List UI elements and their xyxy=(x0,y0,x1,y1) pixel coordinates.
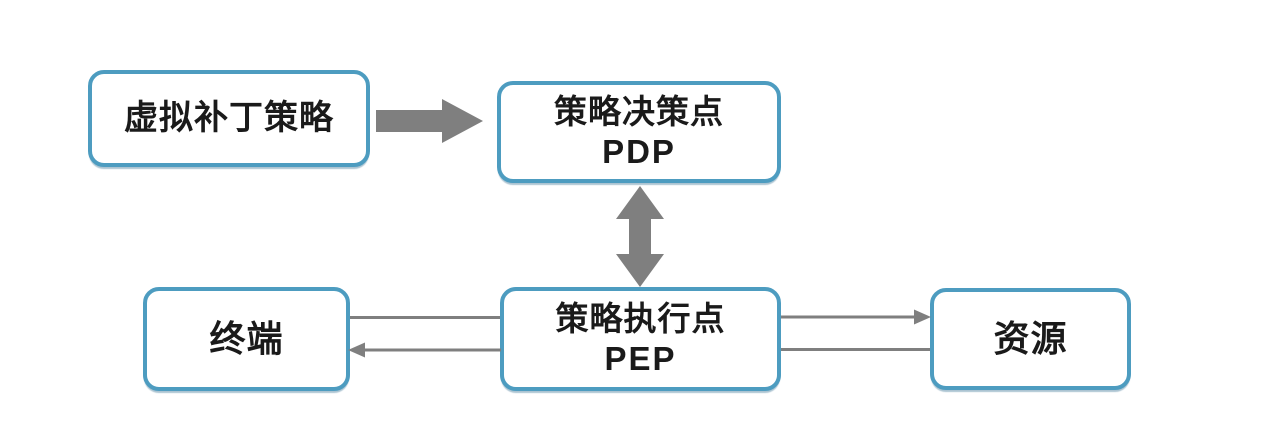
line-resource-to-pep xyxy=(781,348,930,351)
node-policy-enforcement-point: 策略执行点 PEP xyxy=(500,287,781,391)
node-pdp-label: 策略决策点 xyxy=(554,92,724,130)
line-terminal-to-pep xyxy=(350,316,500,319)
node-pdp-sublabel: PDP xyxy=(602,133,676,170)
node-virtual-patch-policy: 虚拟补丁策略 xyxy=(88,70,370,167)
node-terminal-label: 终端 xyxy=(209,318,284,360)
node-pep-label: 策略执行点 xyxy=(555,299,726,337)
thin-arrow-pep-to-terminal xyxy=(348,342,501,358)
thick-double-arrow-pdp-pep xyxy=(616,186,664,287)
node-pep-sublabel: PEP xyxy=(604,340,677,377)
node-terminal: 终端 xyxy=(143,287,350,391)
node-policy-decision-point: 策略决策点 PDP xyxy=(497,81,781,183)
node-virtual-patch-policy-label: 虚拟补丁策略 xyxy=(124,98,334,137)
thin-arrow-pep-to-resource xyxy=(781,309,931,325)
thick-right-arrow-policy-to-pdp xyxy=(376,99,483,143)
node-resource-label: 资源 xyxy=(993,318,1068,360)
node-resource: 资源 xyxy=(930,288,1131,390)
